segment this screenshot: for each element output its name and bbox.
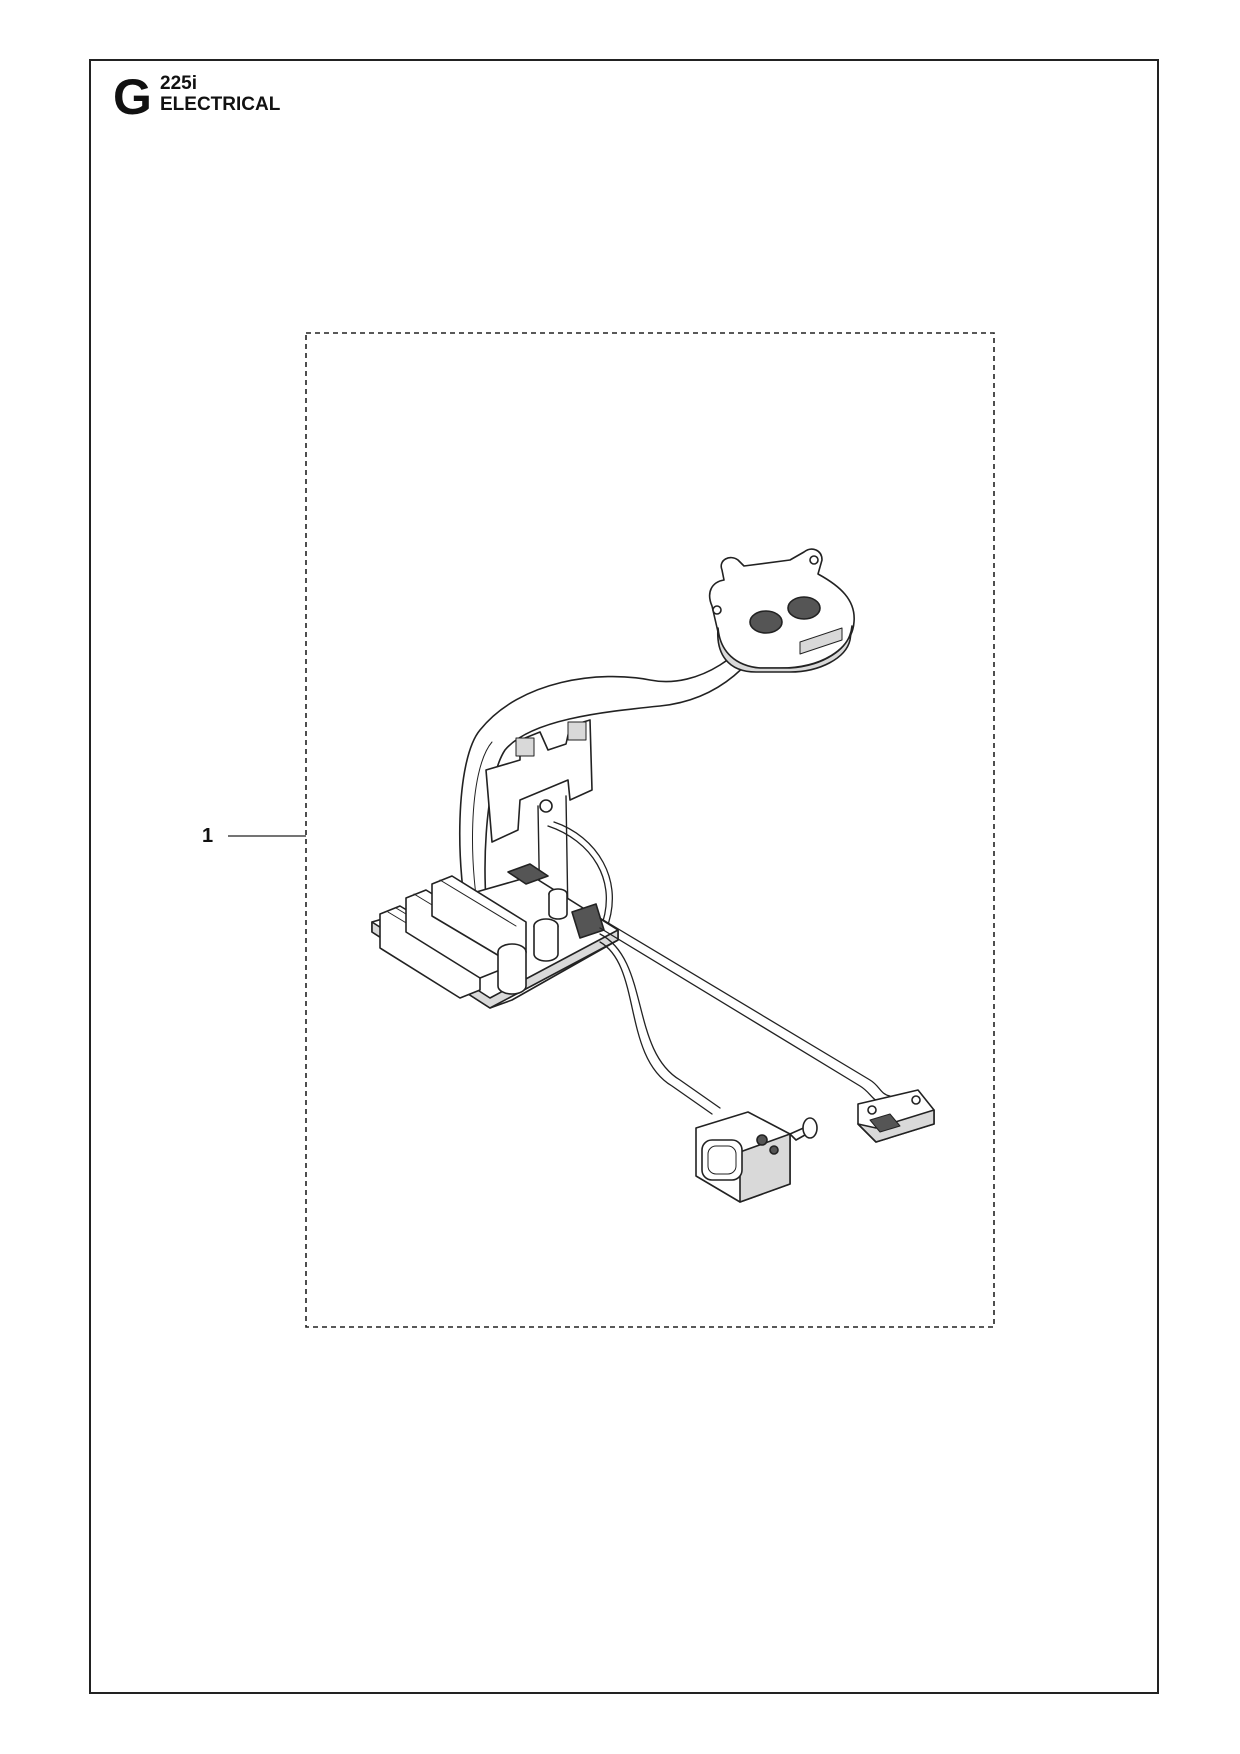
kit-dashed-boundary [305, 332, 995, 1328]
heatsink-1 [379, 905, 481, 999]
electrical-assembly [371, 548, 935, 1203]
section-title: ELECTRICAL [160, 94, 281, 115]
microswitch [857, 1089, 935, 1143]
mounting-bracket [485, 719, 593, 921]
trigger-plunger [802, 1117, 818, 1139]
wire-to-microswitch [599, 917, 891, 1097]
bracket-wire-loop [547, 825, 607, 931]
model-name: 225i [160, 73, 197, 94]
trigger-switch [695, 1111, 818, 1203]
section-letter: G [113, 69, 152, 125]
ic-chip [507, 863, 549, 885]
circuit-board [371, 863, 619, 1009]
page-border [89, 59, 1159, 1694]
handle-control-unit [708, 548, 855, 673]
callout-1-label: 1 [202, 825, 214, 847]
wire-to-trigger-switch [599, 933, 721, 1109]
